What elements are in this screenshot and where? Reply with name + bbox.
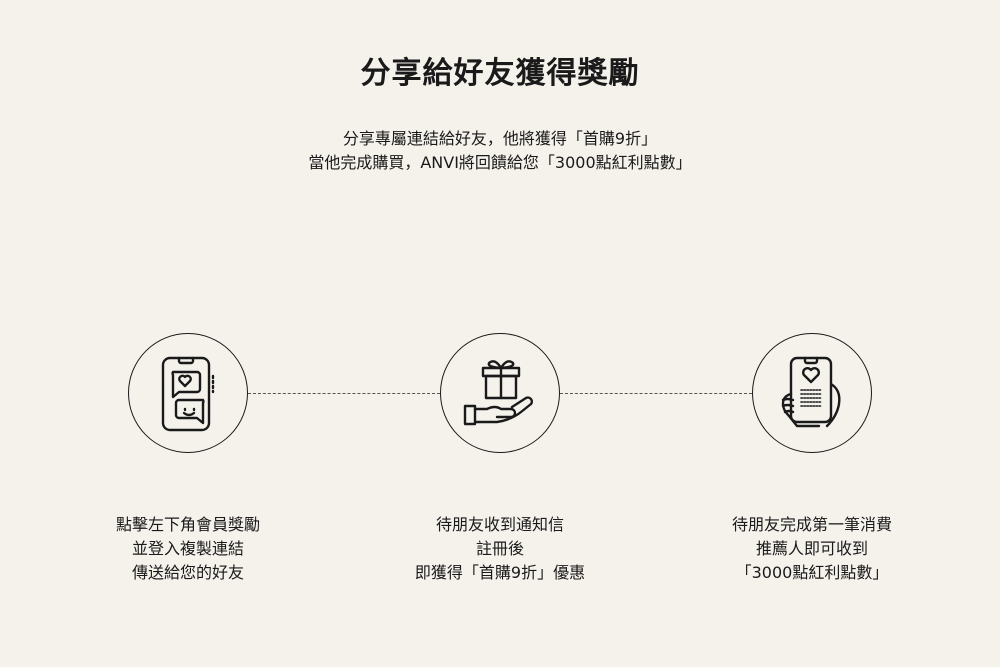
step-1-line-2: 並登入複製連結 [131, 539, 244, 558]
step-2-circle [440, 333, 560, 453]
step-3-line-1: 待朋友完成第一筆消費 [731, 515, 892, 534]
phone-heart-hand-icon [781, 356, 841, 428]
step-1-circle [128, 333, 248, 453]
step-3-circle [752, 333, 872, 453]
step-3-line-2: 推薦人即可收到 [755, 539, 868, 558]
step-2-text: 待朋友收到通知信 註冊後 即獲得「首購9折」優惠 [350, 513, 650, 585]
connector-line-1 [248, 393, 440, 394]
connector-line-2 [560, 393, 752, 394]
step-1-line-1: 點擊左下角會員獎勵 [115, 515, 260, 534]
step-2-line-1: 待朋友收到通知信 [435, 515, 564, 534]
step-1-line-3: 傳送給您的好友 [131, 563, 244, 582]
gift-hand-icon [463, 360, 534, 426]
subtitle-line-1: 分享專屬連結給好友，他將獲得「首購9折」 [342, 129, 658, 148]
subtitle-line-2: 當他完成購買，ANVI將回饋給您「3000點紅利點數」 [308, 153, 692, 172]
step-3-line-3: 「3000點紅利點數」 [735, 563, 889, 582]
page-subtitle: 分享專屬連結給好友，他將獲得「首購9折」 當他完成購買，ANVI將回饋給您「30… [0, 127, 1000, 175]
step-1-text: 點擊左下角會員獎勵 並登入複製連結 傳送給您的好友 [38, 513, 338, 585]
phone-chat-icon [161, 356, 215, 432]
page-title: 分享給好友獲得獎勵 [360, 56, 640, 91]
step-2-line-2: 註冊後 [475, 539, 524, 558]
step-3-text: 待朋友完成第一筆消費 推薦人即可收到 「3000點紅利點數」 [662, 513, 962, 585]
step-2-line-3: 即獲得「首購9折」優惠 [414, 563, 586, 582]
